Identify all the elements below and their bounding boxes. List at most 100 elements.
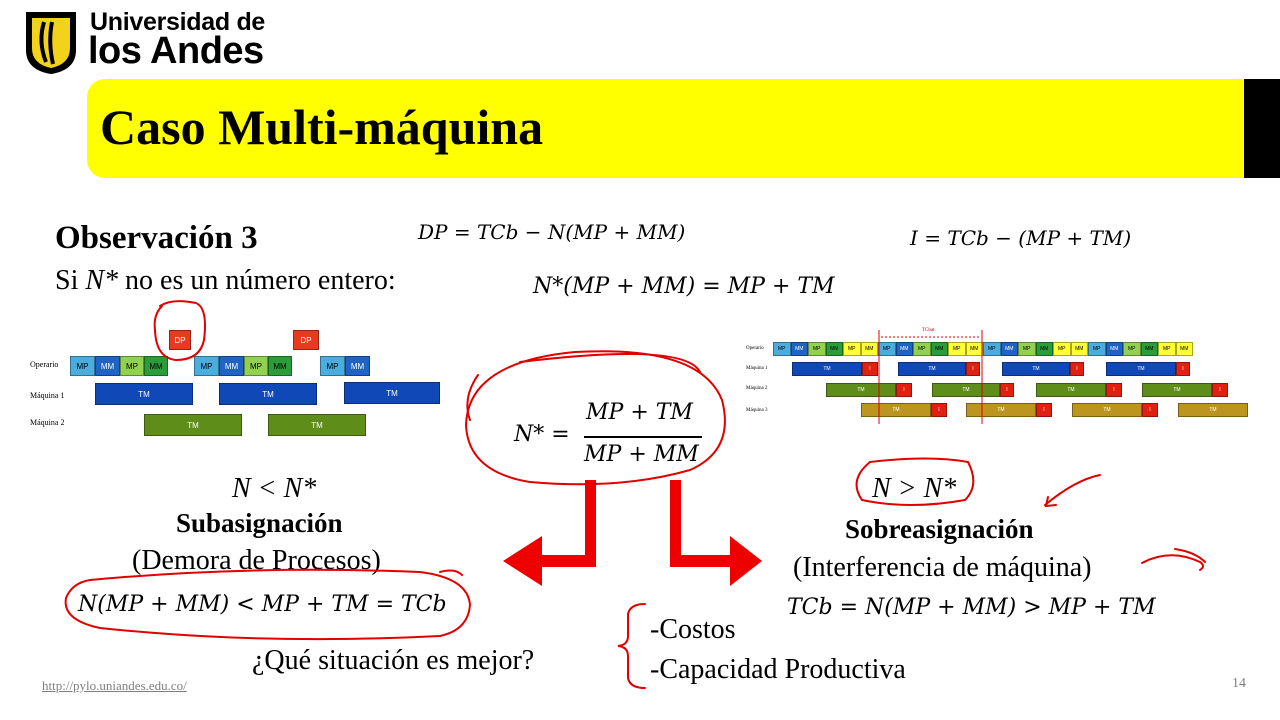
logo-line-2: los Andes bbox=[88, 30, 264, 72]
gantt-row-label: Máquina 2 bbox=[746, 386, 768, 391]
mp-block: MP bbox=[70, 356, 95, 376]
dp-equation: DP = TCb − N(MP + MM) bbox=[418, 220, 686, 244]
tm-block: TM bbox=[1142, 383, 1212, 397]
interference-block: I bbox=[1070, 362, 1084, 376]
tm-block: TM bbox=[1072, 403, 1142, 417]
mp-block: MP bbox=[1088, 342, 1106, 356]
mm-block: MM bbox=[860, 342, 878, 356]
tm-block: TM bbox=[898, 362, 966, 376]
gantt-row-label: Máquina 1 bbox=[30, 391, 65, 400]
option-capacity: -Capacidad Productiva bbox=[650, 654, 906, 685]
mm-block: MM bbox=[345, 356, 370, 376]
interference-block: I bbox=[1036, 403, 1052, 417]
mp-block: MP bbox=[194, 356, 219, 376]
mp-block: MP bbox=[948, 342, 966, 356]
interference-block: I bbox=[1106, 383, 1122, 397]
interference-equation: I = TCb − (MP + TM) bbox=[910, 226, 1132, 250]
mp-block: MP bbox=[1018, 342, 1036, 356]
tm-block: TM bbox=[792, 362, 862, 376]
interference-block: I bbox=[1142, 403, 1158, 417]
mm-block: MM bbox=[965, 342, 983, 356]
interference-block: I bbox=[862, 362, 878, 376]
mm-block: MM bbox=[144, 356, 168, 376]
nstar-fraction: N* = MP + TM MP + MM bbox=[514, 400, 704, 470]
mp-block: MP bbox=[244, 356, 268, 376]
mm-block: MM bbox=[95, 356, 120, 376]
observation-heading: Observación 3 bbox=[55, 220, 258, 256]
nstar-fraction-numerator: MP + TM bbox=[586, 400, 693, 425]
tm-block: TM bbox=[932, 383, 1000, 397]
mm-block: MM bbox=[1000, 342, 1018, 356]
footer-link[interactable]: http://pylo.uniandes.edu.co/ bbox=[42, 678, 187, 693]
mm-block: MM bbox=[268, 356, 292, 376]
tm-block: TM bbox=[144, 414, 242, 436]
university-logo-icon bbox=[22, 8, 80, 76]
dp-block: DP bbox=[169, 330, 191, 350]
mp-block: MP bbox=[1158, 342, 1176, 356]
gantt-row-label: Máquina 1 bbox=[746, 366, 768, 371]
title-bar-end bbox=[1244, 79, 1280, 178]
interference-block: I bbox=[931, 403, 947, 417]
mm-block: MM bbox=[825, 342, 843, 356]
option-costs: -Costos bbox=[650, 614, 736, 645]
interference-block: I bbox=[966, 362, 980, 376]
mp-block: MP bbox=[773, 342, 791, 356]
tm-block: TM bbox=[219, 383, 317, 405]
interference-block: I bbox=[1176, 362, 1190, 376]
tm-block: TM bbox=[344, 382, 440, 404]
tm-block: TM bbox=[1106, 362, 1176, 376]
tcbat-label: TCbat bbox=[922, 328, 935, 333]
gantt-row-label: Máquina 2 bbox=[30, 418, 65, 427]
nstar-fraction-denominator: MP + MM bbox=[584, 442, 699, 467]
tm-block: TM bbox=[1178, 403, 1248, 417]
tm-block: TM bbox=[966, 403, 1036, 417]
title-bar bbox=[87, 79, 1247, 178]
overassign-relation: N > N* bbox=[872, 473, 957, 504]
mp-block: MP bbox=[913, 342, 931, 356]
underassign-gantt-chart: Operario Máquina 1 Máquina 2 DP DP MP MM… bbox=[30, 326, 450, 441]
mp-block: MP bbox=[320, 356, 345, 376]
tm-block: TM bbox=[1036, 383, 1106, 397]
underassign-title: Subasignación bbox=[176, 508, 343, 538]
slide-title: Caso Multi-máquina bbox=[100, 99, 544, 155]
mm-block: MM bbox=[1140, 342, 1158, 356]
tm-block: TM bbox=[268, 414, 366, 436]
gantt-row-label: Máquina 3 bbox=[746, 408, 768, 413]
underassign-description: (Demora de Procesos) bbox=[132, 545, 381, 576]
interference-block: I bbox=[1212, 383, 1228, 397]
question-text: ¿Qué situación es mejor? bbox=[252, 645, 535, 676]
gantt-row-label: Operario bbox=[746, 346, 764, 351]
red-split-arrows bbox=[503, 480, 762, 586]
mp-block: MP bbox=[808, 342, 826, 356]
mp-block: MP bbox=[878, 342, 896, 356]
dp-block: DP bbox=[293, 330, 319, 350]
mm-block: MM bbox=[895, 342, 913, 356]
logo-line-1: Universidad de bbox=[90, 8, 266, 36]
tcbat-interval-marker bbox=[878, 330, 983, 424]
mp-block: MP bbox=[843, 342, 861, 356]
mm-block: MM bbox=[930, 342, 948, 356]
underassign-equation: N(MP + MM) < MP + TM = TCb bbox=[78, 592, 447, 617]
nstar-fraction-lhs: N* = bbox=[514, 422, 570, 447]
overassign-title: Sobreasignación bbox=[845, 514, 1034, 544]
mp-block: MP bbox=[120, 356, 144, 376]
interference-block: I bbox=[896, 383, 912, 397]
underassign-relation: N < N* bbox=[232, 473, 317, 504]
overassign-description: (Interferencia de máquina) bbox=[793, 552, 1092, 583]
tm-block: TM bbox=[95, 383, 193, 405]
nstar-balance-equation: N*(MP + MM) = MP + TM bbox=[533, 274, 835, 299]
mm-block: MM bbox=[1105, 342, 1123, 356]
overassign-gantt-chart: Operario Máquina 1 Máquina 2 Máquina 3 M… bbox=[746, 328, 1250, 428]
mm-block: MM bbox=[1070, 342, 1088, 356]
mm-block: MM bbox=[1175, 342, 1193, 356]
mm-block: MM bbox=[219, 356, 244, 376]
interference-block: I bbox=[1000, 383, 1014, 397]
mp-block: MP bbox=[983, 342, 1001, 356]
mp-block: MP bbox=[1053, 342, 1071, 356]
mm-block: MM bbox=[790, 342, 808, 356]
overassign-equation: TCb = N(MP + MM) > MP + TM bbox=[787, 595, 1156, 620]
mp-block: MP bbox=[1123, 342, 1141, 356]
observation-condition: Si N* no es un número entero: bbox=[55, 265, 396, 296]
tm-block: TM bbox=[1002, 362, 1070, 376]
gantt-row-label: Operario bbox=[30, 360, 59, 369]
